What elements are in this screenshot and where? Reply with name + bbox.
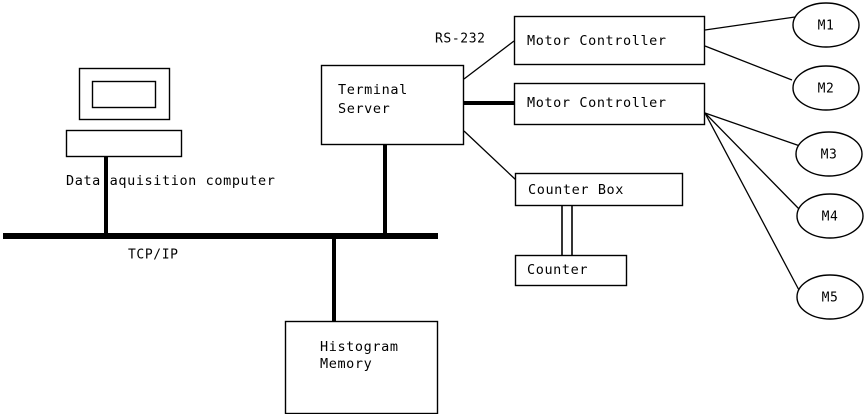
counter-label: Counter: [527, 262, 588, 278]
motor-controller-2-label: Motor Controller: [527, 95, 667, 111]
computer-monitor-screen: [91, 80, 157, 109]
link-terminal-server-to-motor-controller-1: [463, 40, 515, 80]
terminal-server-label-line2: Server: [338, 101, 390, 117]
link-motor-controller-2-to-m3: [704, 112, 801, 147]
terminal-server-label-line1: Terminal: [338, 82, 408, 98]
motor-m1-label: M1: [818, 19, 835, 34]
counter-box-label: Counter Box: [528, 182, 624, 198]
motor-m4-ellipse: [796, 193, 864, 239]
computer-base-unit: [65, 129, 183, 158]
motor-m3-label: M3: [821, 148, 838, 163]
histogram-memory-box: [284, 320, 439, 414]
link-motor-controller-1-to-m1: [704, 16, 796, 31]
motor-m3-ellipse: [795, 131, 863, 177]
histogram-memory-label-line2: Memory: [320, 356, 372, 372]
tcpip-bus-label: TCP/IP: [128, 248, 179, 263]
link-motor-controller-2-to-m5: [704, 112, 801, 293]
rs232-label: RS-232: [435, 32, 486, 47]
counter-box: [514, 254, 628, 287]
motor-m5-ellipse: [796, 274, 864, 320]
motor-m2-ellipse: [792, 65, 860, 111]
histogram-memory-label-line1: Histogram: [320, 339, 399, 355]
motor-controller-1-label: Motor Controller: [527, 33, 667, 49]
link-terminal-server-to-counter-box: [463, 130, 517, 181]
motor-controller-2-box: [513, 82, 706, 126]
motor-controller-1-box: [513, 15, 706, 66]
motor-m1-ellipse: [792, 2, 860, 48]
motor-m5-label: M5: [822, 291, 839, 306]
computer-caption: Data aquisition computer: [66, 173, 275, 189]
counter-box-box: [514, 172, 684, 207]
link-motor-controller-2-to-m4: [704, 112, 801, 211]
motor-m4-label: M4: [822, 210, 839, 225]
motor-m2-label: M2: [818, 82, 835, 97]
link-motor-controller-1-to-m2: [704, 45, 793, 81]
terminal-server-box: [320, 64, 465, 146]
